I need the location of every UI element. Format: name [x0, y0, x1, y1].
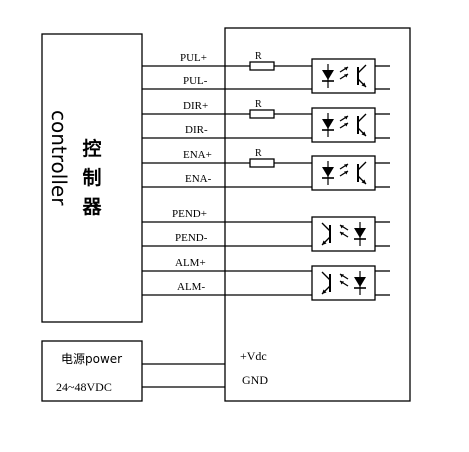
signal-label-dir-minus: DIR- — [185, 124, 208, 136]
signal-label-ena-minus: ENA- — [185, 173, 212, 185]
resistor-pul — [249, 61, 275, 71]
opto-alm-symbol-icon — [321, 270, 367, 296]
controller-label-cn-2: 制 — [82, 166, 101, 189]
controller-label-en: controller — [47, 110, 71, 206]
power-name-cn: 电源 — [61, 352, 85, 366]
resistor-label-dir: R — [255, 99, 262, 110]
power-voltage: 24~48VDC — [56, 380, 112, 394]
signal-label-alm-minus: ALM- — [177, 281, 205, 293]
resistor-dir — [249, 109, 275, 119]
optocoupler-pend — [311, 216, 376, 252]
optocoupler-dir — [311, 107, 376, 143]
terminal-vdc-label: +Vdc — [240, 349, 267, 363]
signal-label-pul-minus: PUL- — [183, 75, 208, 87]
controller-label-cn-1: 控 — [82, 137, 101, 160]
terminal-gnd-label: GND — [242, 373, 268, 387]
opto-pul-symbol-icon — [321, 63, 367, 89]
resistor-label-ena: R — [255, 148, 262, 159]
controller-box — [41, 33, 143, 323]
power-name-en: power — [85, 352, 122, 366]
optocoupler-pul — [311, 58, 376, 94]
resistor-ena — [249, 158, 275, 168]
optocoupler-ena — [311, 155, 376, 191]
signal-label-pend-plus: PEND+ — [172, 208, 207, 220]
signal-label-dir-plus: DIR+ — [183, 100, 208, 112]
signal-label-pul-plus: PUL+ — [180, 52, 207, 64]
power-supply-box — [41, 340, 143, 402]
optocoupler-alm — [311, 265, 376, 301]
signal-label-alm-plus: ALM+ — [175, 257, 206, 269]
signal-label-ena-plus: ENA+ — [183, 149, 212, 161]
opto-pend-symbol-icon — [321, 221, 367, 247]
power-name: 电源power — [61, 352, 122, 366]
signal-label-pend-minus: PEND- — [175, 232, 208, 244]
opto-dir-symbol-icon — [321, 112, 367, 138]
driver-box — [224, 27, 411, 402]
controller-label-cn-3: 器 — [81, 196, 102, 218]
resistor-label-pul: R — [255, 51, 262, 62]
opto-ena-symbol-icon — [321, 160, 367, 186]
